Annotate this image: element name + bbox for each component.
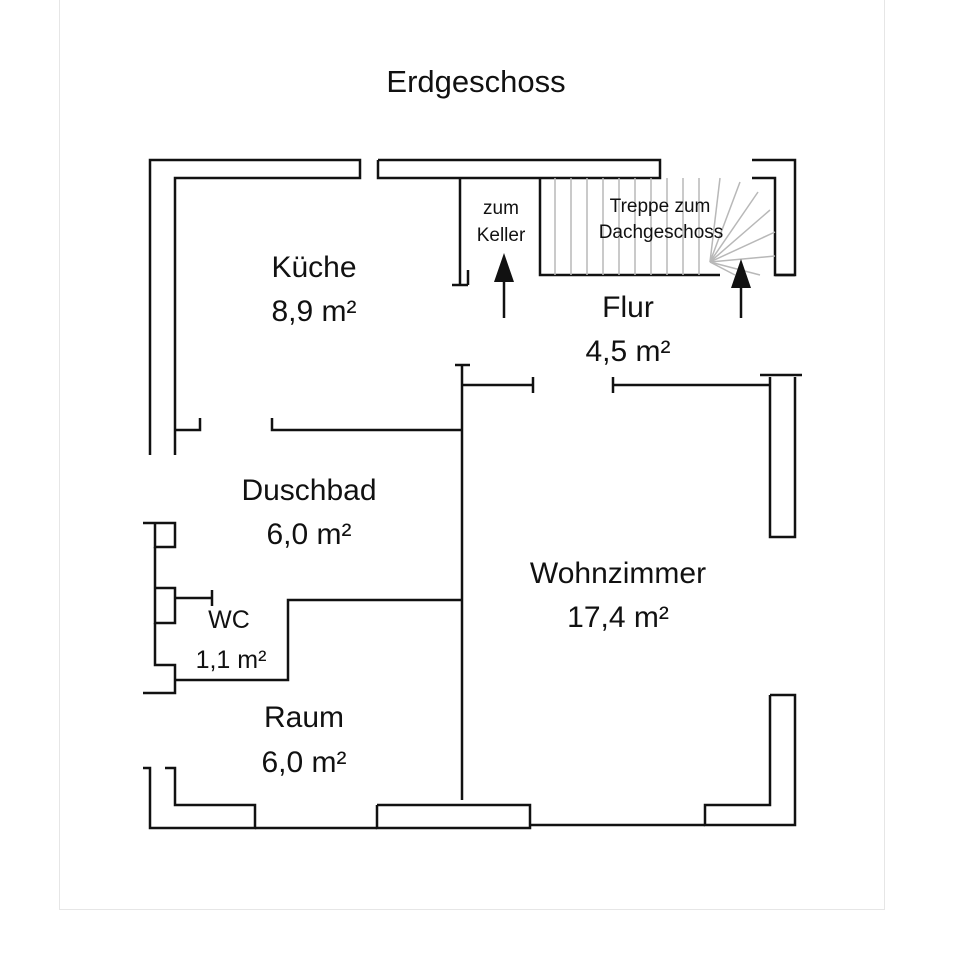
wall-wc-enclosure <box>175 598 462 682</box>
room-kueche-area: 8,9 m² <box>271 295 357 328</box>
stair-winder <box>709 191 759 263</box>
stair-winder <box>709 255 776 263</box>
room-wc-area: 1,1 m² <box>195 646 267 674</box>
room-flur-name: Flur <box>602 291 654 324</box>
wall-bottom-left <box>143 766 257 830</box>
wall-left-window-2 <box>153 547 177 625</box>
room-duschbad-name: Duschbad <box>241 474 377 507</box>
room-raum-area: 6,0 m² <box>261 746 347 779</box>
annotation-treppe-line2: Dachgeschoss <box>598 222 724 243</box>
stair-winder <box>709 261 761 276</box>
room-duschbad-area: 6,0 m² <box>266 518 352 551</box>
annotation-treppe-line1: Treppe zum <box>609 196 711 217</box>
wall-kitchen-bottom <box>270 418 462 432</box>
stair-winder <box>709 177 721 263</box>
wall-left-window-3 <box>143 623 177 695</box>
wall-right-lower <box>703 693 797 827</box>
stairs-lines <box>554 177 776 276</box>
stair-winder <box>709 231 776 263</box>
wall-stairs-block <box>538 178 720 277</box>
wall-top-middle <box>376 158 662 180</box>
stair-winder <box>709 261 736 276</box>
room-wc-name: WC <box>208 606 250 634</box>
room-wohnzimmer-area: 17,4 m² <box>567 601 669 634</box>
room-flur-area: 4,5 m² <box>585 335 671 368</box>
wall-bottom-middle <box>375 803 532 830</box>
walls <box>143 158 802 830</box>
annotation-keller-line2: Keller <box>476 225 526 246</box>
room-wohnzimmer-name: Wohnzimmer <box>529 557 707 590</box>
wall-right-upper-window <box>768 377 797 539</box>
image-frame <box>59 0 885 910</box>
wall-top-left <box>148 158 362 455</box>
room-raum-name: Raum <box>263 701 345 734</box>
stair-winder <box>709 209 771 263</box>
plan-title: Erdgeschoss <box>386 64 566 99</box>
annotation-keller-line1: zum <box>483 198 519 219</box>
stair-winder <box>709 181 741 263</box>
arrow-treppe-head <box>731 259 751 288</box>
wall-kitchen-stub-left <box>175 418 202 432</box>
wall-left-window-1 <box>143 521 177 549</box>
room-kueche-name: Küche <box>271 251 357 284</box>
arrow-keller-head <box>494 253 514 282</box>
arrows <box>494 253 751 318</box>
